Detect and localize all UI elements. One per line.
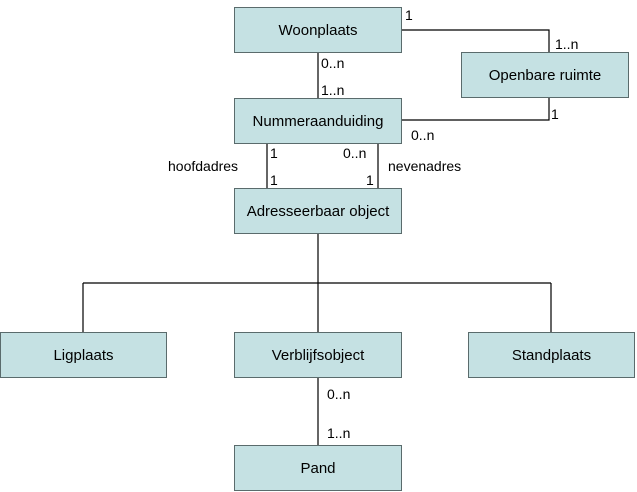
- entity-ligplaats: Ligplaats: [0, 332, 167, 378]
- role-hoofdadres: hoofdadres: [168, 158, 239, 174]
- entity-openbare-ruimte: Openbare ruimte: [461, 52, 629, 98]
- entity-ligplaats-label: Ligplaats: [53, 346, 114, 364]
- entity-woonplaats: Woonplaats: [234, 7, 402, 53]
- entity-standplaats: Standplaats: [468, 332, 635, 378]
- entity-verblijfsobject-label: Verblijfsobject: [271, 346, 365, 364]
- entity-pand-label: Pand: [300, 459, 336, 477]
- multiplicity-nummeraanduiding-from-openbare-ruimte: 0..n: [411, 127, 435, 143]
- multiplicity-nummeraanduiding-from-woonplaats: 1..n: [321, 82, 345, 98]
- multiplicity-openbare-ruimte-to-nummeraanduiding: 1: [551, 106, 559, 122]
- entity-standplaats-label: Standplaats: [511, 346, 592, 364]
- multiplicity-woonplaats-to-openbare-ruimte: 1: [405, 7, 413, 23]
- multiplicity-hoofdadres-nummeraanduiding-end: 1: [270, 145, 278, 161]
- entity-openbare-ruimte-label: Openbare ruimte: [488, 66, 602, 84]
- line-openbare-ruimte-nummeraanduiding: [402, 98, 550, 121]
- multiplicity-verblijfsobject-to-pand: 0..n: [327, 386, 351, 402]
- entity-nummeraanduiding-label: Nummeraanduiding: [252, 112, 384, 130]
- entity-pand: Pand: [234, 445, 402, 491]
- multiplicity-openbare-ruimte-from-woonplaats: 1..n: [555, 36, 579, 52]
- entity-nummeraanduiding: Nummeraanduiding: [234, 98, 402, 144]
- line-woonplaats-openbare-ruimte: [402, 29, 550, 52]
- multiplicity-nevenadres-object-end: 1: [366, 172, 374, 188]
- role-nevenadres: nevenadres: [388, 158, 462, 174]
- multiplicity-pand-from-verblijfsobject: 1..n: [327, 425, 351, 441]
- multiplicity-hoofdadres-object-end: 1: [270, 172, 278, 188]
- multiplicity-nevenadres-nummeraanduiding-end: 0..n: [343, 145, 367, 161]
- multiplicity-woonplaats-to-nummeraanduiding: 0..n: [321, 55, 345, 71]
- entity-woonplaats-label: Woonplaats: [278, 21, 358, 39]
- entity-verblijfsobject: Verblijfsobject: [234, 332, 402, 378]
- entity-adresseerbaar-object: Adresseerbaar object: [234, 188, 402, 234]
- entity-adresseerbaar-object-label: Adresseerbaar object: [246, 202, 390, 220]
